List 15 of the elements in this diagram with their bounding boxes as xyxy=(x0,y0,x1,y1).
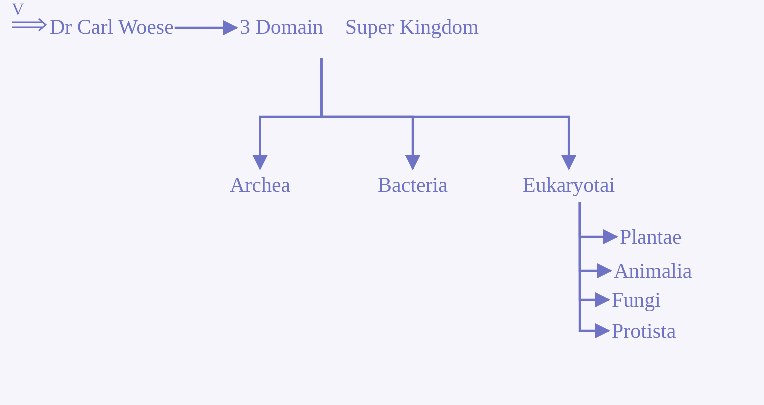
node-label: Plantae xyxy=(620,224,682,250)
node-caption: Super Kingdom xyxy=(345,14,479,40)
double-arrow xyxy=(11,18,48,32)
arrow xyxy=(174,20,239,36)
node-label: Animalia xyxy=(614,258,692,284)
node-label: 3 Domain xyxy=(240,14,324,40)
node-label: Protista xyxy=(612,318,676,344)
node-label: Archea xyxy=(230,172,291,198)
arrow xyxy=(578,202,611,339)
arrow xyxy=(320,58,577,171)
node-label: Fungi xyxy=(612,287,662,313)
node-label: Dr Carl Woese xyxy=(50,14,174,40)
node-label: Bacteria xyxy=(378,172,448,198)
node-label: V xyxy=(12,0,24,23)
node-label: Eukaryotai xyxy=(523,172,616,198)
